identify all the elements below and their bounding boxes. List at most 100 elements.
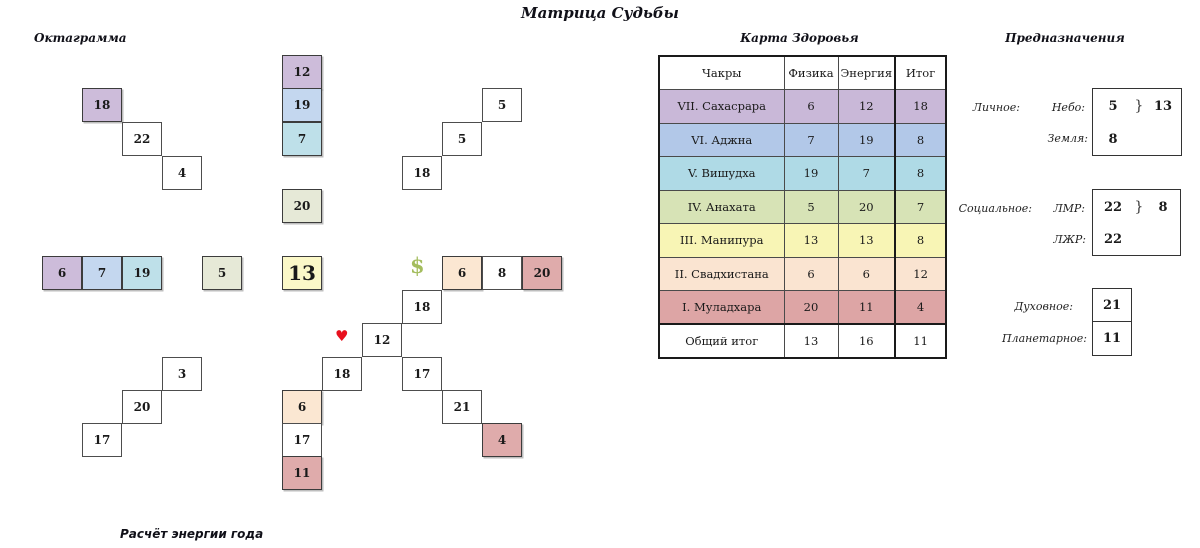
chakra-cell: I. Муладхара (658, 290, 785, 325)
octagram-box: 5 (442, 122, 482, 156)
social-purpose-box: 22 } 8 22 (1092, 189, 1181, 256)
chakra-cell: V. Вишудха (658, 156, 785, 191)
chakra-cell: IV. Анахата (658, 189, 785, 224)
total-cell: 7 (894, 189, 948, 224)
physics-cell: 13 (783, 323, 839, 358)
lmr-value: 22 (1103, 199, 1123, 215)
column-header-chakras: Чакры (658, 55, 785, 90)
octagram-box: 12 (362, 323, 402, 357)
health-map-table: Чакры Физика Энергия Итог VII. Сахасрара… (658, 55, 948, 359)
purposes-title: Предназначения (1005, 31, 1125, 45)
energy-cell: 11 (837, 290, 896, 325)
chakra-cell: VII. Сахасрара (658, 89, 785, 124)
octagram-box: 6 (282, 390, 322, 424)
spiritual-label: Духовное: (1014, 300, 1073, 313)
energy-cell: 20 (837, 189, 896, 224)
social-label: Социальное: (958, 202, 1032, 215)
physics-cell: 7 (783, 122, 839, 157)
earth-value: 8 (1108, 131, 1118, 147)
total-cell: 8 (894, 122, 948, 157)
octagram-box: 19 (122, 256, 162, 290)
health-header-row: Чакры Физика Энергия Итог (658, 55, 948, 90)
octagram-box: 20 (282, 189, 322, 223)
octagram-box: 3 (162, 357, 202, 391)
octagram-box: 21 (442, 390, 482, 424)
octagram-box: 12 (282, 55, 322, 89)
total-cell: 18 (894, 89, 948, 124)
octagram-box: 5 (482, 88, 522, 122)
octagram-box: 18 (82, 88, 122, 122)
energy-cell: 6 (837, 256, 896, 291)
energy-cell: 7 (837, 156, 896, 191)
column-header-physics: Физика (783, 55, 839, 90)
page-title: Матрица Судьбы (521, 4, 679, 22)
energy-cell: 19 (837, 122, 896, 157)
chakra-cell: II. Свадхистана (658, 256, 785, 291)
personal-label: Личное: (972, 101, 1020, 114)
octagram-box: 17 (402, 357, 442, 391)
lmr-label: ЛМР: (1053, 202, 1085, 215)
planetary-value-box: 11 (1092, 321, 1132, 356)
octagram-box: 7 (282, 122, 322, 156)
octagram-box: 17 (82, 423, 122, 457)
octagram-box: 7 (82, 256, 122, 290)
sky-value: 5 (1108, 98, 1118, 114)
octagram-box: 17 (282, 423, 322, 457)
spiritual-value: 21 (1102, 297, 1122, 313)
personal-result-value: 13 (1153, 98, 1173, 114)
physics-cell: 6 (783, 256, 839, 291)
octagram-box: 13 (282, 256, 322, 290)
dollar-icon: $ (410, 253, 425, 278)
chakra-cell: VI. Аджна (658, 122, 785, 157)
spiritual-value-box: 21 (1092, 288, 1132, 322)
octagram-box: 18 (322, 357, 362, 391)
social-result-value: 8 (1158, 199, 1168, 215)
lzhr-label: ЛЖР: (1053, 233, 1086, 246)
octagram-box: 4 (162, 156, 202, 190)
octagram-box: 18 (402, 156, 442, 190)
total-cell: 12 (894, 256, 948, 291)
octagram-box: 5 (202, 256, 242, 290)
total-cell: 8 (894, 223, 948, 258)
chakra-cell: Общий итог (658, 323, 785, 358)
heart-icon: ♥ (335, 327, 349, 345)
octagram-box: 19 (282, 88, 322, 122)
column-header-energy: Энергия (837, 55, 896, 90)
physics-cell: 6 (783, 89, 839, 124)
health-map-title: Карта Здоровья (740, 31, 859, 45)
octagram-box: 18 (402, 290, 442, 324)
sky-label: Небо: (1051, 101, 1085, 114)
brace-glyph: } (1134, 199, 1144, 215)
octagram-box: 4 (482, 423, 522, 457)
physics-cell: 13 (783, 223, 839, 258)
earth-label: Земля: (1047, 132, 1088, 145)
chakra-cell: III. Манипура (658, 223, 785, 258)
energy-cell: 12 (837, 89, 896, 124)
physics-cell: 20 (783, 290, 839, 325)
physics-cell: 5 (783, 189, 839, 224)
octagram-box: 20 (122, 390, 162, 424)
energy-cell: 16 (837, 323, 896, 358)
octagram-box: 8 (482, 256, 522, 290)
total-cell: 8 (894, 156, 948, 191)
personal-purpose-box: 5 } 13 8 (1092, 88, 1182, 156)
energy-cell: 13 (837, 223, 896, 258)
planetary-value: 11 (1102, 331, 1122, 346)
total-cell: 4 (894, 290, 948, 325)
octagram-title: Октаграмма (34, 31, 127, 45)
octagram-box: 22 (122, 122, 162, 156)
year-energy-title: Расчёт энергии года (120, 527, 264, 541)
column-header-total: Итог (894, 55, 948, 90)
brace-glyph: } (1134, 98, 1144, 114)
octagram-box: 6 (442, 256, 482, 290)
octagram-box: 20 (522, 256, 562, 290)
octagram-box: 11 (282, 456, 322, 490)
